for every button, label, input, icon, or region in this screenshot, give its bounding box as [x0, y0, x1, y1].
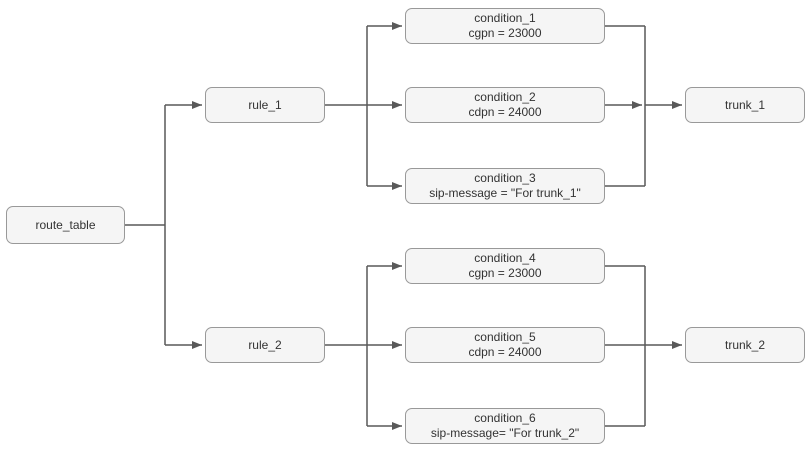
node-rule-1: rule_1 [205, 87, 325, 123]
node-condition-1-detail: cgpn = 23000 [468, 26, 542, 40]
node-rule-2-label: rule_2 [248, 337, 282, 352]
node-condition-4-label: condition_4 [474, 251, 536, 265]
node-condition-3: condition_3 sip-message = "For trunk_1" [405, 168, 605, 204]
node-route-table-label: route_table [35, 217, 96, 232]
node-rule-2: rule_2 [205, 327, 325, 363]
node-condition-6-detail: sip-message= "For trunk_2" [430, 426, 580, 440]
node-trunk-1-label: trunk_1 [724, 97, 766, 112]
node-condition-3-label: condition_3 [474, 171, 536, 185]
node-condition-5-label: condition_5 [474, 330, 536, 344]
node-condition-2-label: condition_2 [474, 90, 536, 104]
node-rule-1-label: rule_1 [248, 97, 282, 112]
node-condition-2: condition_2 cdpn = 24000 [405, 87, 605, 123]
node-condition-6-label: condition_6 [474, 411, 536, 425]
node-condition-6: condition_6 sip-message= "For trunk_2" [405, 408, 605, 444]
node-condition-5: condition_5 cdpn = 24000 [405, 327, 605, 363]
node-trunk-2: trunk_2 [685, 327, 805, 363]
node-condition-1-label: condition_1 [474, 11, 536, 25]
node-condition-5-detail: cdpn = 24000 [468, 345, 542, 359]
node-condition-4-detail: cgpn = 23000 [468, 266, 542, 280]
node-route-table: route_table [6, 206, 125, 244]
node-condition-2-detail: cdpn = 24000 [468, 105, 542, 119]
node-trunk-1: trunk_1 [685, 87, 805, 123]
node-condition-3-detail: sip-message = "For trunk_1" [429, 186, 581, 200]
node-trunk-2-label: trunk_2 [724, 337, 766, 352]
node-condition-4: condition_4 cgpn = 23000 [405, 248, 605, 284]
node-condition-1: condition_1 cgpn = 23000 [405, 8, 605, 44]
